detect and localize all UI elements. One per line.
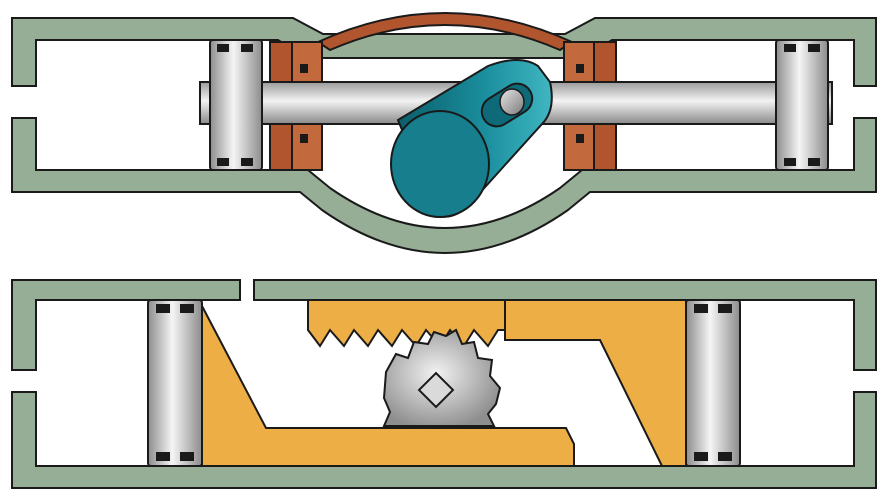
- yoke-pin: [499, 88, 525, 116]
- top-housing-upper-wall: [11, 17, 877, 87]
- rack-and-pinion-actuator: [11, 279, 877, 489]
- seal: [217, 44, 229, 52]
- seal: [694, 452, 708, 461]
- bottom-housing-upper-left: [11, 279, 241, 371]
- top-housing: [11, 17, 877, 254]
- top-left-piston-icon: [209, 39, 263, 171]
- seal: [241, 44, 253, 52]
- seal: [300, 134, 308, 143]
- yoke-end-face: [390, 110, 490, 218]
- seal: [156, 452, 170, 461]
- seal: [784, 158, 796, 166]
- seal: [180, 452, 194, 461]
- seal: [180, 304, 194, 313]
- seal: [784, 44, 796, 52]
- bottom-housing-lower-wall: [11, 391, 877, 489]
- seal: [241, 158, 253, 166]
- scotch-yoke-icon: [390, 59, 553, 218]
- scotch-yoke-actuator: [11, 12, 877, 254]
- bottom-housing: [11, 279, 877, 489]
- seal: [808, 44, 820, 52]
- seal: [808, 158, 820, 166]
- bottom-housing-upper-right: [253, 279, 877, 371]
- seal: [576, 64, 584, 73]
- seal: [217, 158, 229, 166]
- seal: [300, 64, 308, 73]
- pinion-gear-icon: [382, 328, 502, 427]
- top-right-piston-icon: [775, 39, 829, 171]
- seal: [694, 304, 708, 313]
- bottom-left-piston-icon: [147, 299, 203, 467]
- seal: [718, 304, 732, 313]
- seal: [718, 452, 732, 461]
- top-housing-lower-wall: [11, 117, 877, 254]
- gear-square-bore: [417, 371, 455, 409]
- bottom-right-piston-icon: [685, 299, 741, 467]
- seal: [576, 134, 584, 143]
- seal: [156, 304, 170, 313]
